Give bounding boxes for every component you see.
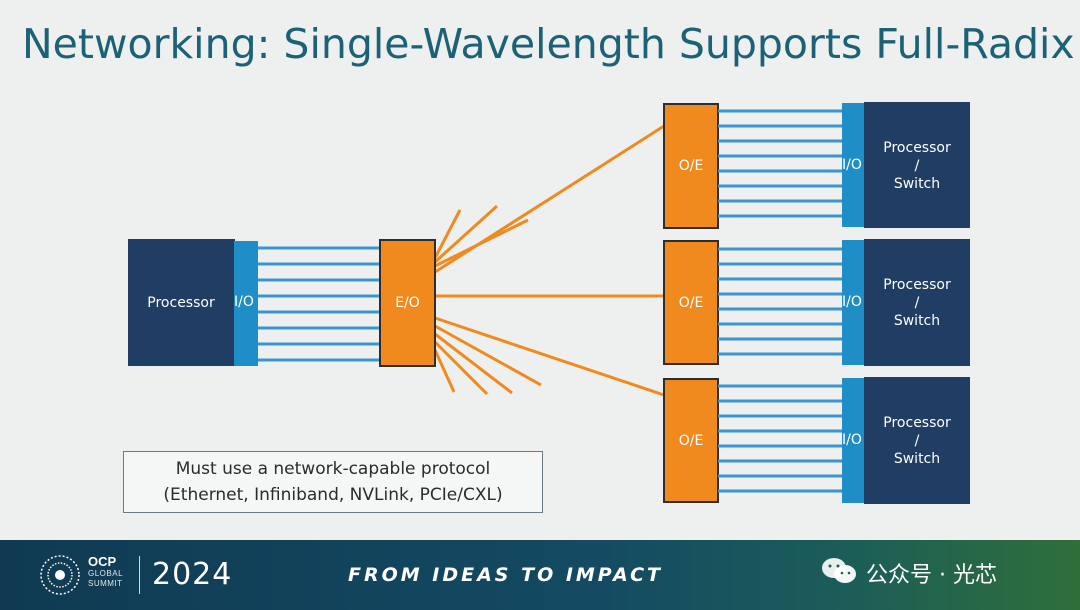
- slide: Networking: Single-Wavelength Supports F…: [0, 0, 1080, 540]
- footer-year: 2024: [152, 557, 233, 592]
- network-diagram: [128, 102, 970, 504]
- footer-tagline: FROM IDEAS TO IMPACT: [348, 564, 664, 586]
- fiber-stub: [434, 218, 529, 268]
- fiber-to-bottom-oe: [434, 316, 665, 397]
- destination-io-strip: [842, 103, 864, 227]
- source-io-strip: [234, 241, 258, 366]
- processor-switch-box: [864, 102, 970, 228]
- processor-switch-label: Processor/Switch: [883, 415, 951, 467]
- ocp-name: OCP: [88, 554, 117, 569]
- destination-io-label: I/O: [842, 294, 862, 310]
- oe-label: O/E: [678, 295, 704, 311]
- eo-label: E/O: [395, 295, 420, 311]
- oe-converter-box: [663, 103, 719, 229]
- destination-1: [663, 102, 970, 229]
- ocp-globe-icon: [40, 555, 80, 595]
- destination-io-label: I/O: [842, 157, 862, 173]
- processor-switch-label: Processor/Switch: [883, 277, 951, 329]
- destination-3: [663, 377, 970, 504]
- source-io-label: I/O: [234, 294, 254, 310]
- footer-banner: [0, 540, 1080, 610]
- optical-fibers: [433, 124, 665, 397]
- fiber-stub: [433, 204, 499, 264]
- wechat-watermark: 公众号 · 光芯: [866, 563, 997, 588]
- note-line-2: (Ethernet, Infiniband, NVLink, PCIe/CXL): [163, 485, 503, 505]
- eo-converter-box: [379, 239, 436, 367]
- oe-converter-box: [663, 378, 719, 503]
- note-line-1: Must use a network-capable protocol: [175, 459, 491, 479]
- source-processor-label: Processor: [147, 295, 215, 311]
- processor-switch-box: [864, 377, 970, 504]
- fiber-stub: [434, 332, 513, 395]
- oe-label: O/E: [678, 433, 704, 449]
- destination-io-strip: [842, 240, 864, 365]
- destination-2: [663, 239, 970, 366]
- destination-io-label: I/O: [842, 432, 862, 448]
- slide-title: Networking: Single-Wavelength Supports F…: [22, 20, 1075, 68]
- footer-divider: [139, 556, 140, 594]
- protocol-note: Must use a network-capable protocol (Eth…: [123, 451, 543, 513]
- oe-label: O/E: [678, 158, 704, 174]
- processor-switch-label: Processor/Switch: [883, 140, 951, 192]
- fiber-stub: [433, 340, 489, 396]
- fiber-stub: [433, 349, 456, 393]
- wechat-icon: [822, 558, 856, 583]
- destination-io-strip: [842, 378, 864, 503]
- processor-switch-box: [864, 239, 970, 366]
- fiber-stub: [434, 324, 542, 387]
- fiber-stub: [433, 209, 462, 259]
- oe-converter-box: [663, 240, 719, 365]
- source-electrical-lanes: [258, 246, 380, 362]
- source-processor-box: [128, 239, 235, 366]
